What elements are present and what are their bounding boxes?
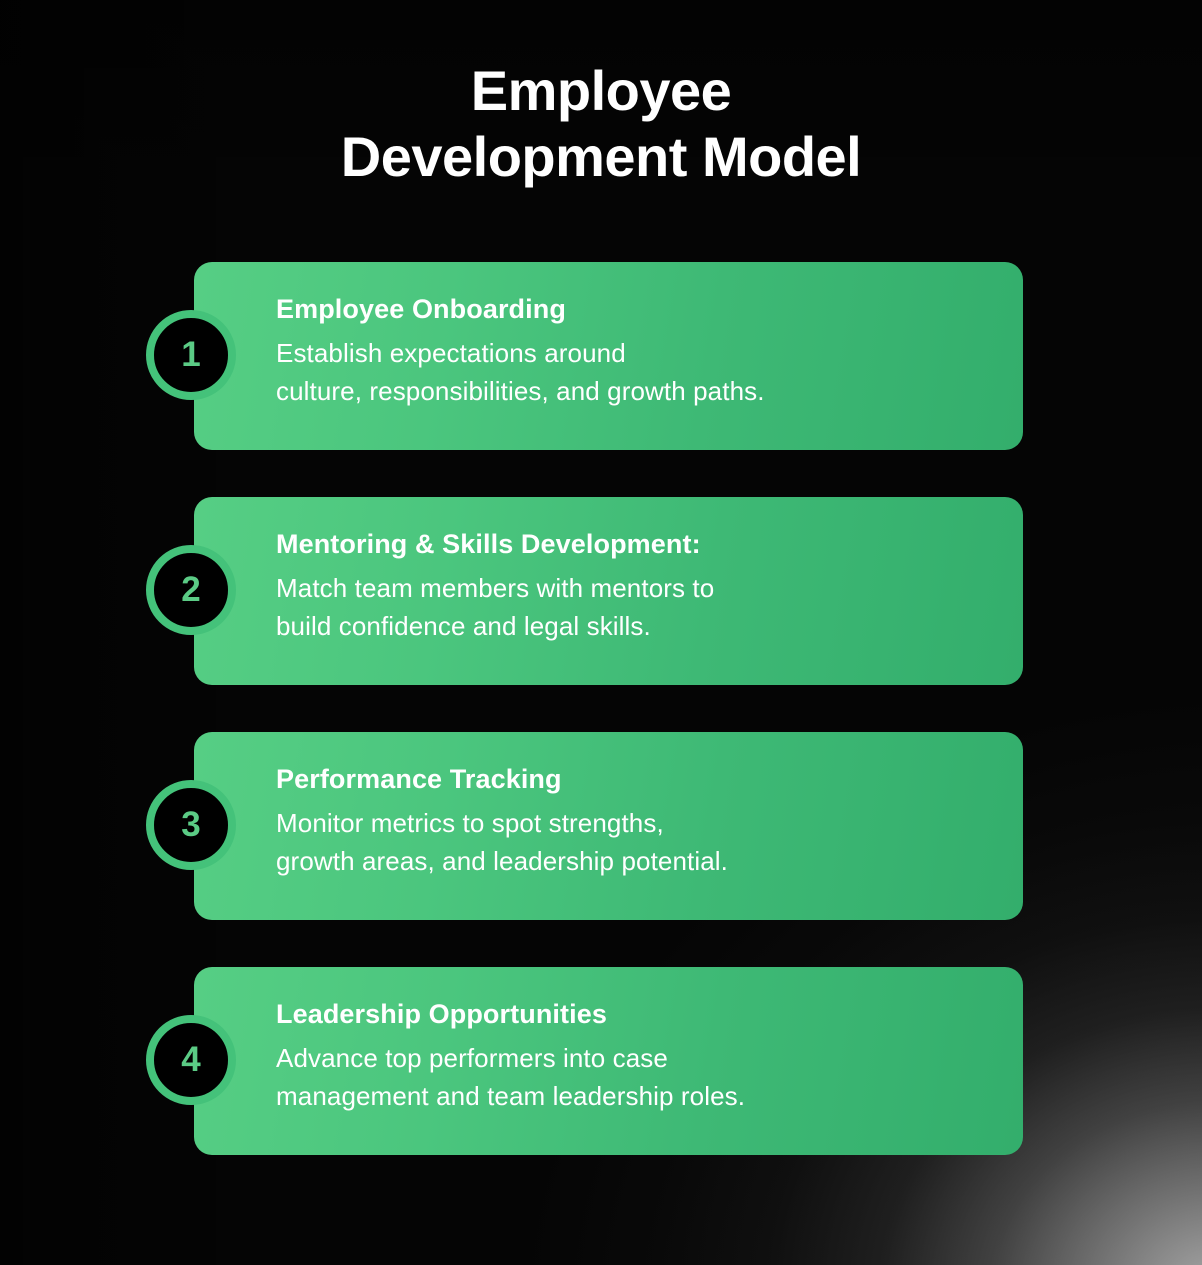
step-item-2: Mentoring & Skills Development: Match te…: [0, 497, 1202, 685]
step-body-line: Monitor metrics to spot strengths,: [276, 808, 664, 838]
step-body-line: culture, responsibilities, and growth pa…: [276, 376, 765, 406]
step-number-badge-1: 1: [146, 310, 236, 400]
page-title-line-1: Employee: [470, 59, 732, 122]
step-heading-1: Employee Onboarding: [276, 294, 566, 324]
step-body-line: management and team leadership roles.: [276, 1081, 746, 1111]
step-heading-2: Mentoring & Skills Development:: [276, 529, 701, 559]
step-body-line: Match team members with mentors to: [276, 573, 715, 603]
step-item-4: Leadership Opportunities Advance top per…: [0, 967, 1202, 1155]
step-heading-4: Leadership Opportunities: [276, 999, 607, 1029]
step-body-2: Match team members with mentors to build…: [276, 569, 983, 645]
step-number-badge-2: 2: [146, 545, 236, 635]
step-number-badge-3: 3: [146, 780, 236, 870]
step-number-badge-4: 4: [146, 1015, 236, 1105]
step-heading-3: Performance Tracking: [276, 764, 562, 794]
step-body-4: Advance top performers into case managem…: [276, 1039, 983, 1115]
step-body-line: Establish expectations around: [276, 338, 626, 368]
step-number-2: 2: [181, 569, 201, 609]
page-title: Employee Development Model: [0, 58, 1202, 190]
step-body-line: Advance top performers into case: [276, 1043, 668, 1073]
step-body-1: Establish expectations around culture, r…: [276, 334, 983, 410]
step-body-line: growth areas, and leadership potential.: [276, 846, 728, 876]
step-card-4[interactable]: Leadership Opportunities Advance top per…: [194, 967, 1023, 1155]
step-card-3[interactable]: Performance Tracking Monitor metrics to …: [194, 732, 1023, 920]
step-item-1: Employee Onboarding Establish expectatio…: [0, 262, 1202, 450]
step-number-1: 1: [181, 334, 201, 374]
page-title-line-2: Development Model: [340, 125, 862, 188]
steps-list: Employee Onboarding Establish expectatio…: [0, 262, 1202, 1155]
step-body-3: Monitor metrics to spot strengths, growt…: [276, 804, 983, 880]
step-number-3: 3: [181, 804, 201, 844]
step-item-3: Performance Tracking Monitor metrics to …: [0, 732, 1202, 920]
step-card-1[interactable]: Employee Onboarding Establish expectatio…: [194, 262, 1023, 450]
step-number-4: 4: [181, 1039, 201, 1079]
step-body-line: build confidence and legal skills.: [276, 611, 651, 641]
step-card-2[interactable]: Mentoring & Skills Development: Match te…: [194, 497, 1023, 685]
